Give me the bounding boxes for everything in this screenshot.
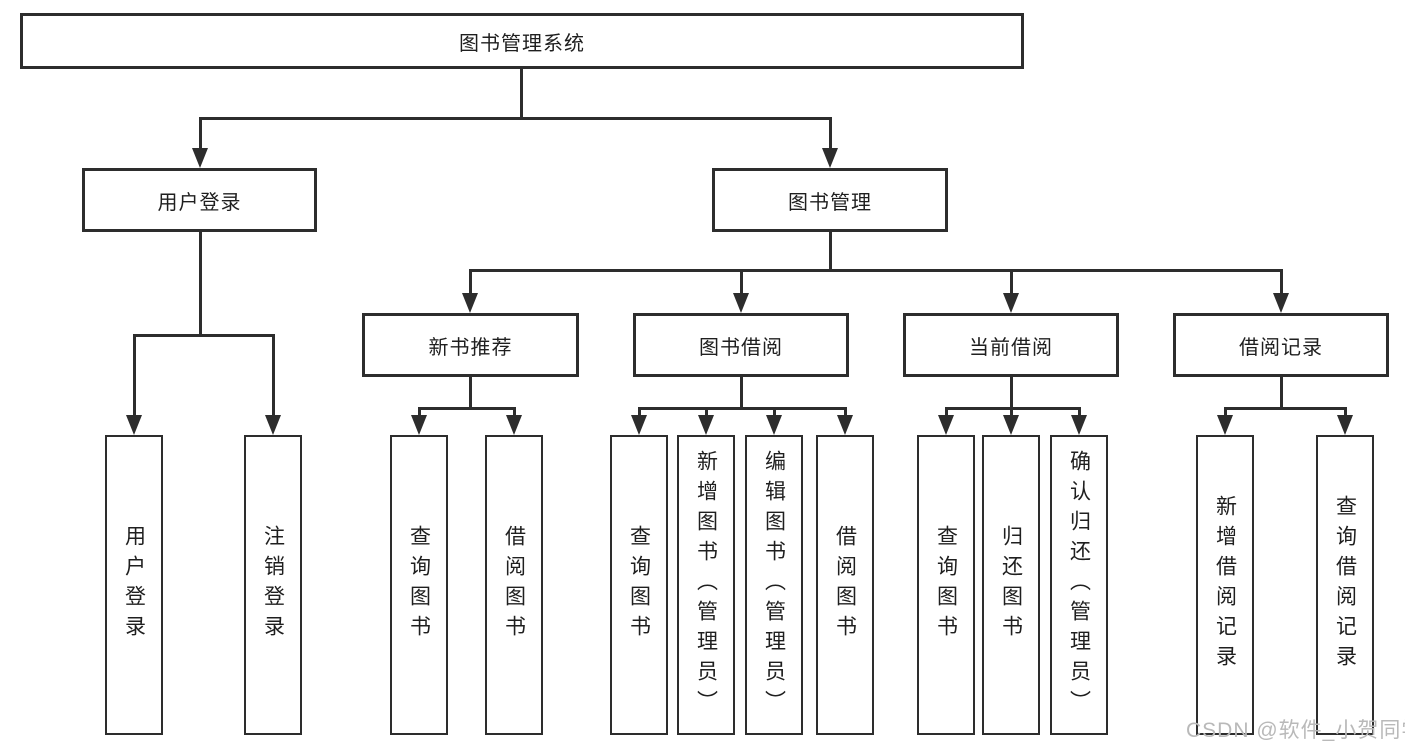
arrow-down-icon bbox=[1337, 415, 1353, 435]
connector-line bbox=[740, 269, 743, 296]
arrow-down-icon bbox=[1003, 293, 1019, 313]
connector-line bbox=[844, 407, 847, 418]
arrow-down-icon bbox=[837, 415, 853, 435]
connector-line bbox=[418, 407, 421, 418]
leaf-borrow-books: 借阅图书 bbox=[816, 435, 874, 735]
connector-line bbox=[1078, 407, 1081, 418]
node-root-library-system: 图书管理系统 bbox=[20, 13, 1024, 69]
connector-line bbox=[1010, 269, 1013, 296]
connector-line bbox=[1010, 407, 1013, 418]
connector-line bbox=[829, 231, 832, 272]
connector-line bbox=[199, 117, 832, 120]
arrow-down-icon bbox=[698, 415, 714, 435]
leaf-user-login: 用户登录 bbox=[105, 435, 163, 735]
node-borrow-records: 借阅记录 bbox=[1173, 313, 1389, 377]
connector-line bbox=[199, 231, 202, 336]
connector-line bbox=[469, 269, 472, 296]
connector-line bbox=[272, 334, 275, 417]
arrow-down-icon bbox=[938, 415, 954, 435]
leaf-add-borrow-record: 新增借阅记录 bbox=[1196, 435, 1254, 735]
leaf-return-books: 归还图书 bbox=[982, 435, 1040, 735]
arrow-down-icon bbox=[822, 148, 838, 168]
arrow-down-icon bbox=[411, 415, 427, 435]
leaf-query-books-borrow: 查询图书 bbox=[610, 435, 668, 735]
connector-line bbox=[418, 407, 516, 410]
connector-line bbox=[199, 117, 202, 150]
leaf-query-books-current: 查询图书 bbox=[917, 435, 975, 735]
arrow-down-icon bbox=[1071, 415, 1087, 435]
arrow-down-icon bbox=[126, 415, 142, 435]
connector-line bbox=[1224, 407, 1227, 418]
leaf-confirm-return-admin: 确认归还（管理员） bbox=[1050, 435, 1108, 735]
arrow-down-icon bbox=[192, 148, 208, 168]
leaf-query-borrow-record: 查询借阅记录 bbox=[1316, 435, 1374, 735]
arrow-down-icon bbox=[1273, 293, 1289, 313]
leaf-edit-books-admin: 编辑图书（管理员） bbox=[745, 435, 803, 735]
arrow-down-icon bbox=[631, 415, 647, 435]
connector-line bbox=[829, 117, 832, 150]
connector-line bbox=[1280, 269, 1283, 296]
connector-line bbox=[513, 407, 516, 418]
connector-line bbox=[638, 407, 846, 410]
leaf-add-books-admin: 新增图书（管理员） bbox=[677, 435, 735, 735]
arrow-down-icon bbox=[265, 415, 281, 435]
node-current-borrow: 当前借阅 bbox=[903, 313, 1119, 377]
arrow-down-icon bbox=[766, 415, 782, 435]
connector-line bbox=[638, 407, 641, 418]
leaf-query-books-recommend: 查询图书 bbox=[390, 435, 448, 735]
connector-line bbox=[469, 376, 472, 410]
arrow-down-icon bbox=[1217, 415, 1233, 435]
arrow-down-icon bbox=[506, 415, 522, 435]
leaf-borrow-books-recommend: 借阅图书 bbox=[485, 435, 543, 735]
arrow-down-icon bbox=[462, 293, 478, 313]
connector-line bbox=[1280, 376, 1283, 410]
csdn-watermark: CSDN @软件_小贺同学 bbox=[1186, 719, 1405, 742]
connector-line bbox=[1224, 407, 1346, 410]
connector-line bbox=[1010, 376, 1013, 410]
connector-line bbox=[773, 407, 776, 418]
connector-line bbox=[945, 407, 948, 418]
connector-line bbox=[1344, 407, 1347, 418]
connector-line bbox=[705, 407, 708, 418]
node-user-login: 用户登录 bbox=[82, 168, 317, 232]
node-book-management: 图书管理 bbox=[712, 168, 948, 232]
arrow-down-icon bbox=[1003, 415, 1019, 435]
connector-line bbox=[520, 68, 523, 117]
connector-line bbox=[133, 334, 136, 417]
connector-line bbox=[469, 269, 1283, 272]
arrow-down-icon bbox=[733, 293, 749, 313]
node-new-book-recommend: 新书推荐 bbox=[362, 313, 579, 377]
leaf-logout: 注销登录 bbox=[244, 435, 302, 735]
node-book-borrow: 图书借阅 bbox=[633, 313, 849, 377]
connector-line bbox=[133, 334, 275, 337]
connector-line bbox=[740, 376, 743, 410]
